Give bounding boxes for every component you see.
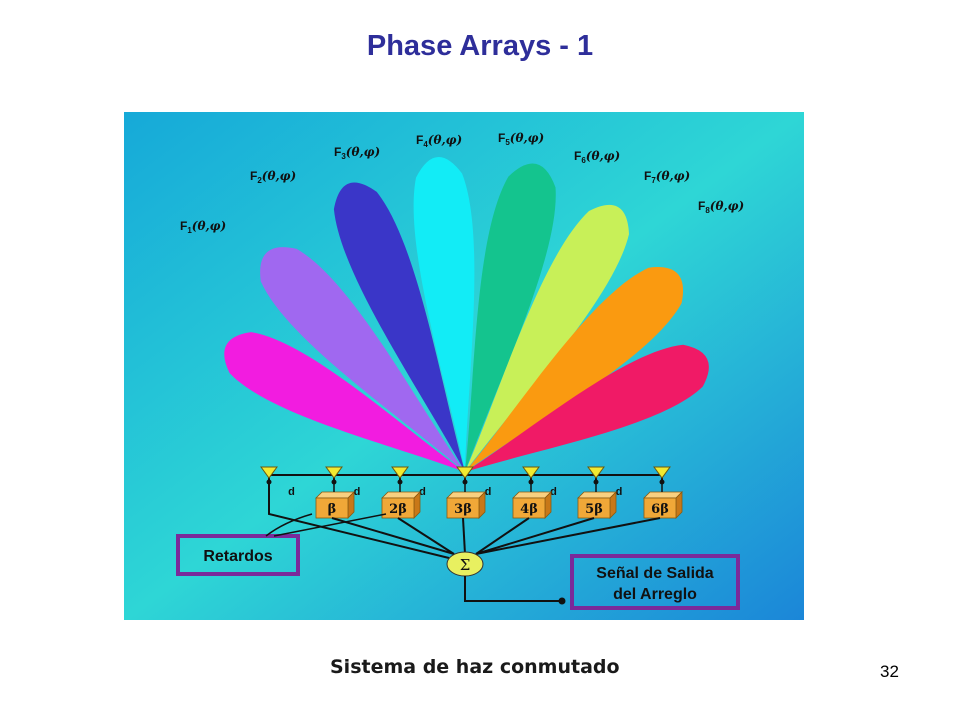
spacing-label-6: d — [616, 486, 623, 498]
delays-box-frame — [176, 534, 300, 576]
figure-caption: Sistema de haz conmutado — [330, 656, 620, 678]
page-number: 32 — [880, 662, 899, 681]
delay-label-5: 5β — [585, 502, 603, 517]
slide-title: Phase Arrays - 1 — [366, 30, 594, 62]
output-box-label-line1: Señal de Salida — [596, 565, 713, 582]
output-box-label-line2: del Arreglo — [613, 586, 697, 603]
beam-label-3: F3(θ,φ) — [334, 145, 380, 161]
spacing-label-1: d — [288, 486, 295, 498]
beam-lobe-5 — [465, 163, 556, 472]
delays-box-label: Retardos — [203, 548, 272, 565]
feed-lines — [268, 482, 663, 559]
beam-lobe-1 — [224, 332, 465, 472]
beam-lobe-3 — [333, 182, 465, 472]
delay-blocks: β 2β 3β 4β 5β 6β — [315, 491, 683, 519]
spacing-label-3: d — [419, 486, 426, 498]
antenna-element-5 — [522, 466, 540, 485]
beam-lobe-2 — [260, 247, 465, 472]
delay-block-5: 5β — [577, 491, 617, 519]
output-label-box: Señal de Salida del Arreglo — [570, 554, 740, 610]
beam-lobe-8 — [465, 344, 709, 472]
delays-label-box: Retardos — [176, 534, 300, 576]
delay-label-3: 3β — [454, 502, 472, 517]
beam-label-8: F8(θ,φ) — [698, 199, 744, 215]
delay-block-6: 6β — [643, 491, 683, 519]
beam-label-2: F2(θ,φ) — [250, 169, 296, 185]
output-line — [464, 576, 562, 602]
beam-lobe-7 — [465, 267, 683, 472]
output-box-frame — [570, 554, 740, 610]
delays-pointer-lines — [265, 513, 387, 537]
beam-label-5: F5(θ,φ) — [498, 131, 544, 147]
beam-label-7: F7(θ,φ) — [644, 169, 690, 185]
delay-block-4: 4β — [512, 491, 552, 519]
beam-diagram: F1(θ,φ) F2(θ,φ) F3(θ,φ) F4(θ,φ) F5(θ,φ) F6(θ,… — [124, 112, 804, 620]
beam-lobe-4 — [413, 157, 475, 472]
delay-label-1: β — [328, 502, 337, 517]
spacing-label-5: d — [550, 486, 557, 498]
beam-lobe-6 — [465, 204, 630, 472]
antenna-element-7 — [653, 466, 671, 485]
delay-block-3: 3β — [446, 491, 486, 519]
spacing-label-2: d — [354, 486, 361, 498]
output-dot — [558, 597, 566, 605]
antenna-element-6 — [587, 466, 605, 485]
delay-block-1: β — [315, 491, 355, 519]
antenna-element-3 — [391, 466, 409, 485]
delay-block-2: 2β — [381, 491, 421, 519]
delay-label-4: 4β — [520, 502, 538, 517]
delay-label-2: 2β — [389, 502, 407, 517]
beam-label-1: F1(θ,φ) — [180, 219, 226, 235]
beam-label-6: F6(θ,φ) — [574, 149, 620, 165]
spacing-label-4: d — [485, 486, 492, 498]
summer-symbol: Σ — [460, 556, 471, 574]
antenna-array — [260, 466, 671, 485]
antenna-element-4 — [456, 466, 474, 485]
beam-labels: F1(θ,φ) F2(θ,φ) F3(θ,φ) F4(θ,φ) F5(θ,φ) F6(θ,… — [180, 131, 744, 235]
beam-label-4: F4(θ,φ) — [416, 133, 462, 149]
beam-lobes — [224, 157, 709, 472]
summer-node: Σ — [446, 551, 484, 577]
delay-label-6: 6β — [651, 502, 669, 517]
